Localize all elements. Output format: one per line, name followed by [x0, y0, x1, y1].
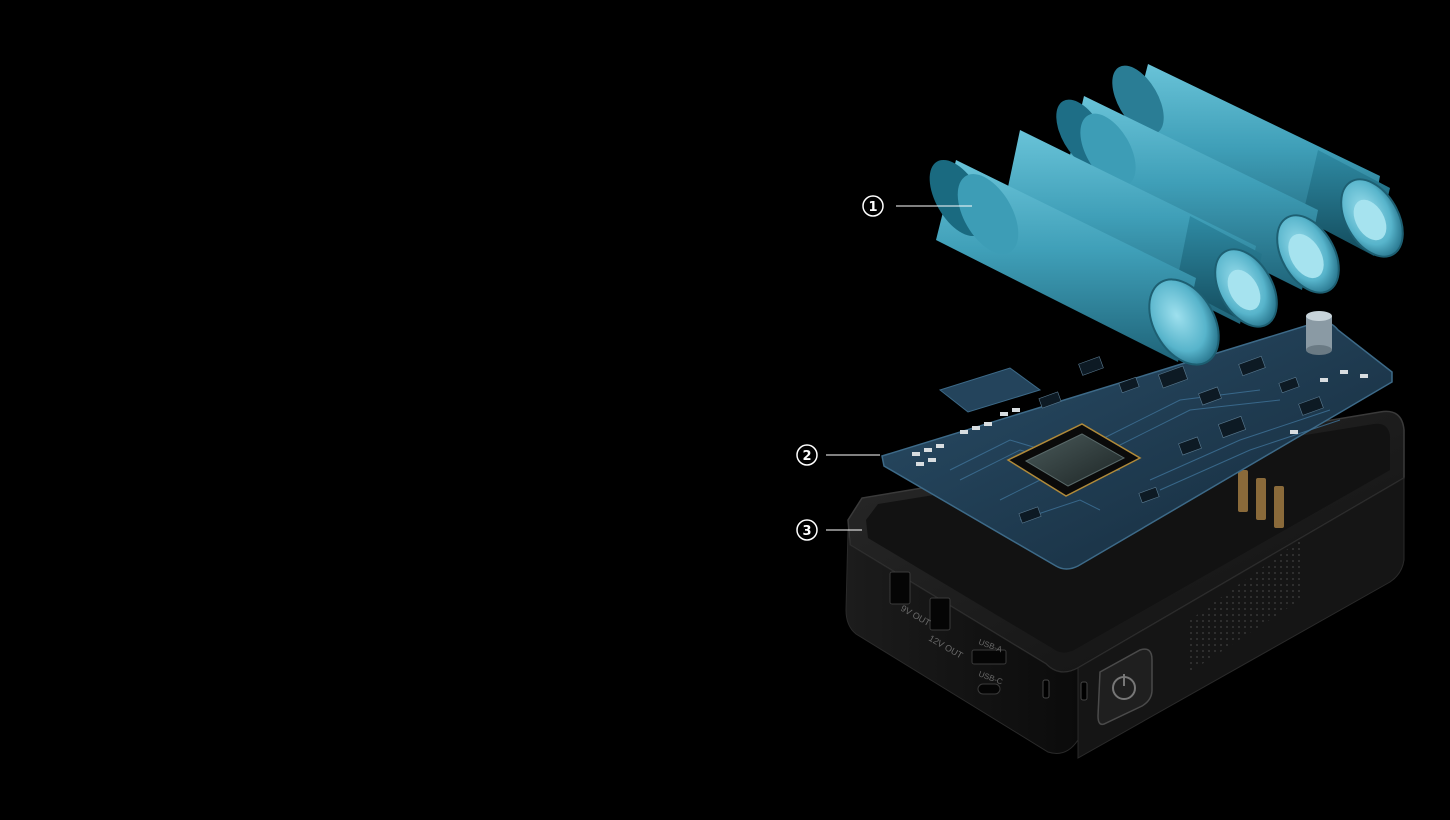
device-housing: 9V OUT 12V OUT USB-A USB-C: [845, 410, 1405, 759]
side-slot-2: [1080, 681, 1088, 701]
battery-cell-icon: [1112, 64, 1404, 258]
circuit-board: [881, 311, 1393, 570]
chip-icon: [1006, 423, 1142, 497]
battery-cell-icon: [929, 160, 1220, 366]
port-4-socket: [977, 683, 1001, 695]
port-3-socket: [971, 649, 1007, 665]
port-2-socket: [929, 597, 951, 631]
callout-3-marker: [796, 519, 818, 541]
power-button[interactable]: [1097, 648, 1153, 726]
callout-3: 3: [796, 519, 862, 541]
callout-1-marker: [862, 195, 884, 217]
callout-3-number: 3: [802, 524, 811, 539]
callout-1: 1: [862, 195, 972, 217]
port-1-socket: [889, 571, 911, 605]
power-button-icon: [1112, 674, 1136, 700]
callout-2: 2: [796, 444, 880, 466]
speaker-grille: [1190, 540, 1300, 672]
connector-pins: [1238, 470, 1284, 528]
capacitor: [1306, 311, 1332, 355]
callout-1-number: 1: [868, 200, 877, 215]
battery-pack: [929, 64, 1404, 366]
side-slot-1: [1042, 679, 1050, 699]
callout-2-number: 2: [802, 449, 811, 464]
callout-2-marker: [796, 444, 818, 466]
